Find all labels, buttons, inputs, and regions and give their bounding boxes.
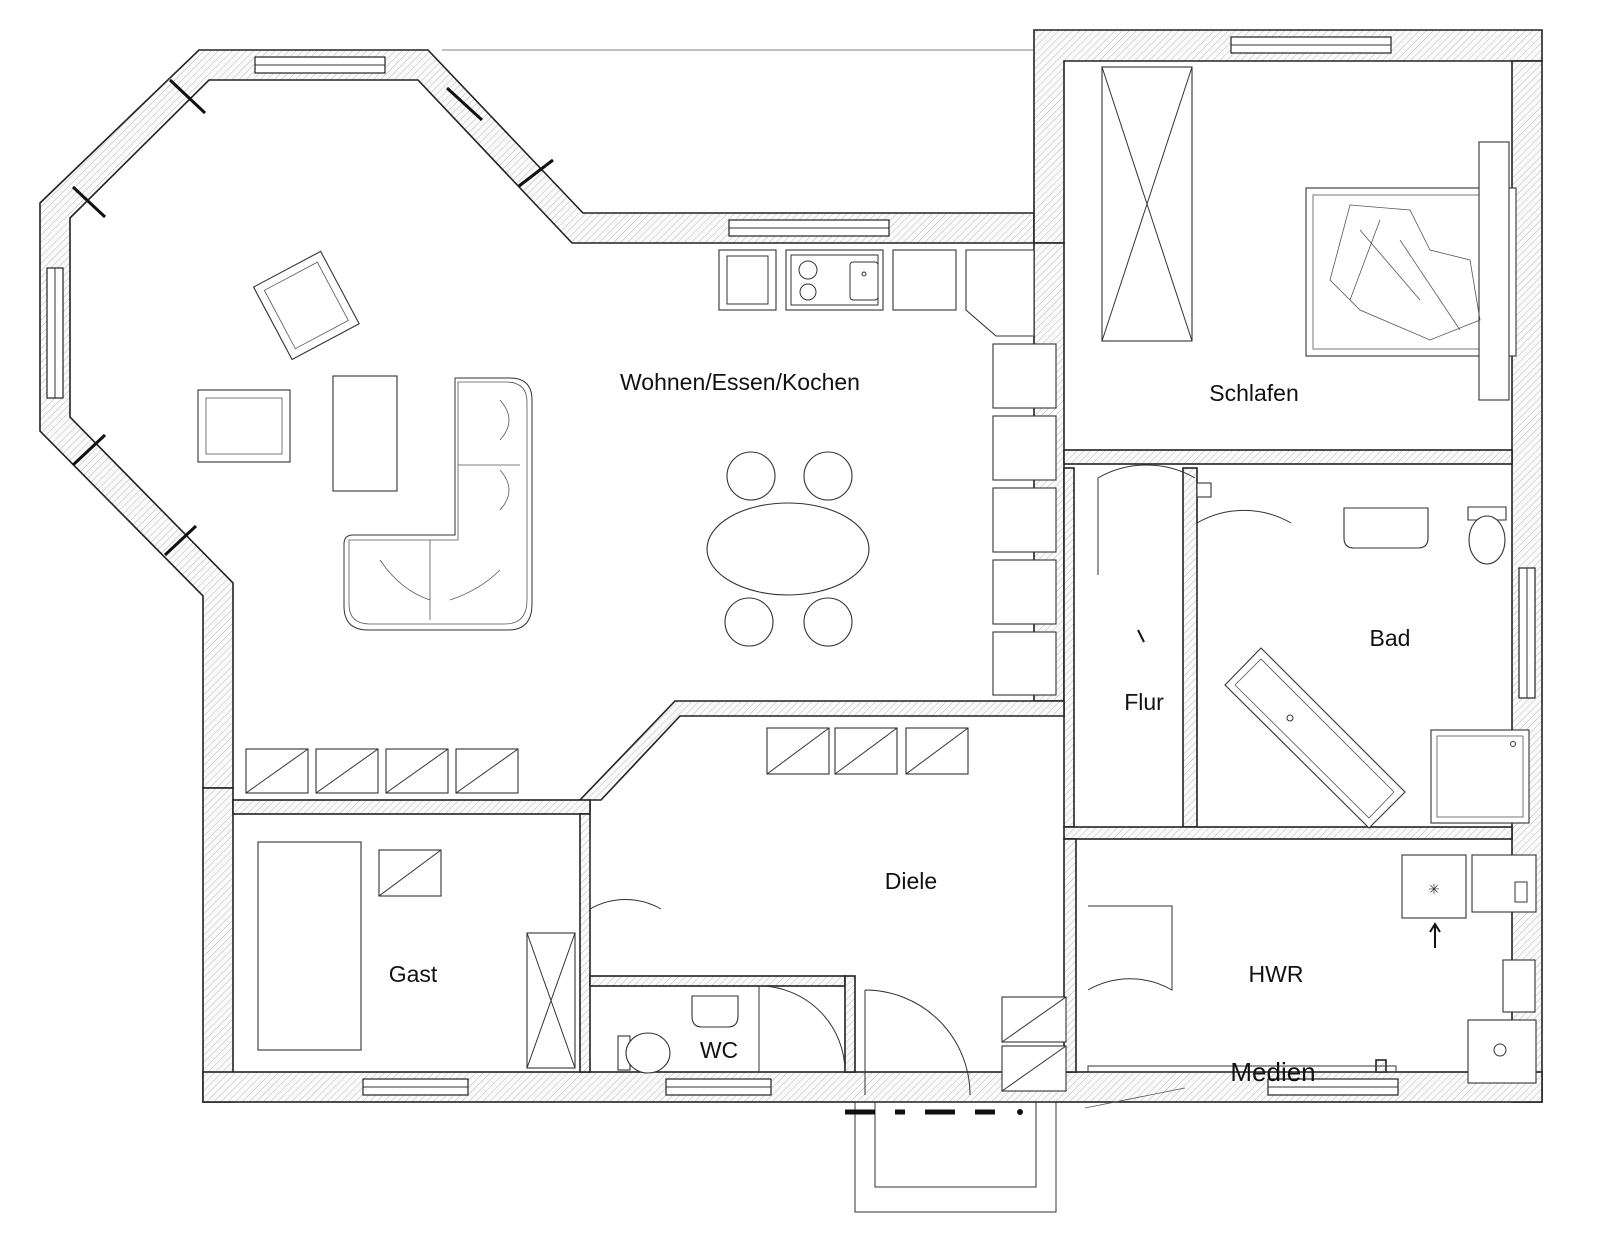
room-labels: Wohnen/Essen/Kochen Schlafen Flur Bad Di… <box>389 369 1411 1087</box>
room-label-bedroom: Schlafen <box>1209 380 1299 406</box>
room-label-hall: Flur <box>1124 689 1164 715</box>
wc-top-wall <box>589 975 846 987</box>
svg-text:✳: ✳ <box>1428 882 1440 898</box>
living-furniture <box>197 250 870 647</box>
left-wall-lower <box>202 787 234 1103</box>
wc-fixtures <box>617 995 739 1074</box>
bedroom-furniture <box>1101 66 1517 401</box>
room-label-utility: HWR <box>1249 961 1304 987</box>
guest-right-wall <box>579 813 591 1073</box>
foyer-cabinets <box>766 727 1067 1092</box>
room-label-media: Medien <box>1230 1057 1315 1087</box>
bathroom-fixtures <box>1196 482 1530 829</box>
doors <box>589 464 1292 1096</box>
room-label-bath: Bad <box>1370 625 1411 651</box>
guest-furniture <box>257 841 576 1069</box>
living-cabinets <box>245 748 519 794</box>
wc-right-wall <box>844 975 856 1073</box>
entrance <box>442 49 1186 1213</box>
interior-walls <box>232 449 1513 1073</box>
utility-left-wall <box>1063 838 1077 1073</box>
hall-left-wall <box>1063 467 1075 828</box>
room-label-foyer: Diele <box>885 868 937 894</box>
room-label-guest: Gast <box>389 961 438 987</box>
octagon-wall <box>39 49 1035 789</box>
kitchen <box>718 249 1057 696</box>
windows <box>46 36 1536 1096</box>
guest-top-wall <box>232 799 591 815</box>
bath-left-wall <box>1182 467 1198 828</box>
utility-fixtures: ✳ <box>1087 854 1537 1084</box>
room-label-wc: WC <box>700 1037 738 1063</box>
utility-top-wall <box>1063 826 1513 840</box>
bedroom-bottom-wall <box>1063 449 1513 465</box>
room-label-living: Wohnen/Essen/Kochen <box>620 369 860 395</box>
